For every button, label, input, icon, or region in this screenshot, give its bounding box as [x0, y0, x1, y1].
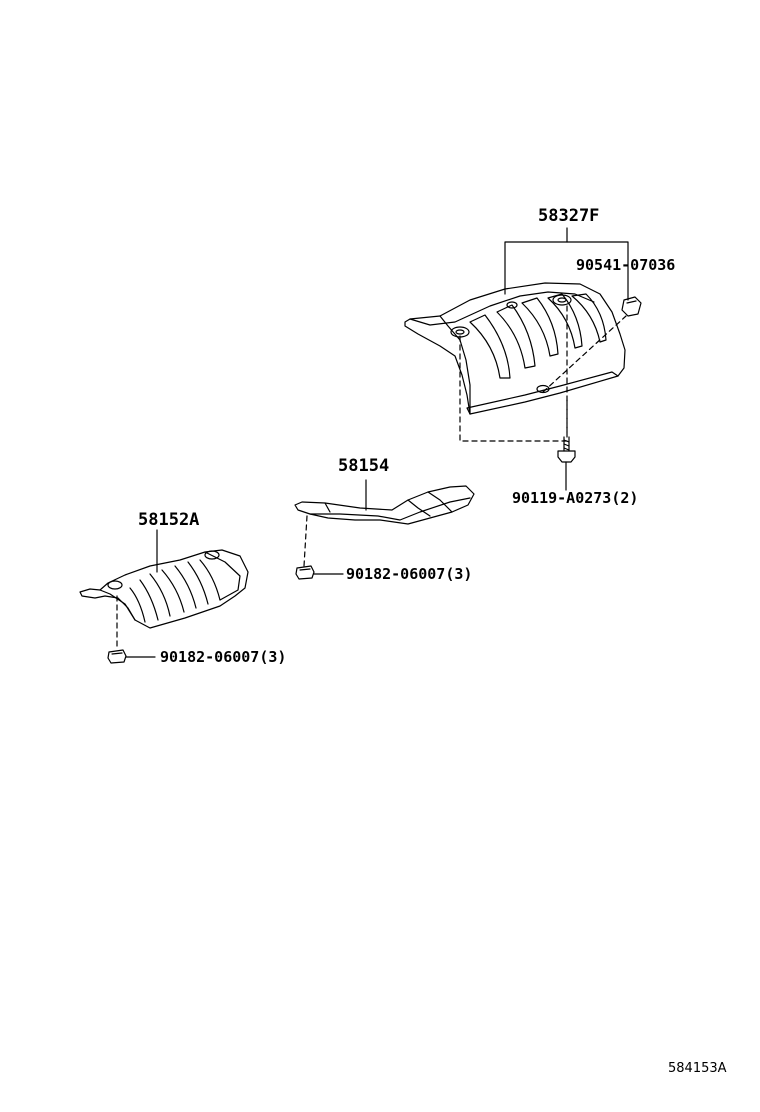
leader-58327F: [505, 228, 628, 300]
label-90119-A0273: 90119-A0273(2): [512, 489, 639, 507]
label-90541-07036: 90541-07036: [576, 256, 676, 274]
nut-90182-06007-left: [108, 650, 155, 663]
dashed-lines-58327F: [460, 302, 626, 441]
dashed-line-58154: [304, 516, 307, 566]
label-58327F: 58327F: [538, 206, 600, 226]
label-58152A: 58152A: [138, 510, 200, 530]
clip-90541-07036: [622, 297, 641, 316]
label-90182-06007-left: 90182-06007(3): [160, 648, 287, 666]
heat-insulator-58154: [295, 486, 474, 524]
label-58154: 58154: [338, 456, 390, 476]
bolt-90119-A0273: [558, 437, 575, 490]
figure-reference-number: 584153A: [668, 1061, 727, 1076]
heat-insulator-58152A: [80, 550, 248, 628]
nut-90182-06007-middle: [296, 566, 343, 579]
heat-insulator-58327F: [405, 283, 625, 414]
label-90182-06007-middle: 90182-06007(3): [346, 565, 473, 583]
